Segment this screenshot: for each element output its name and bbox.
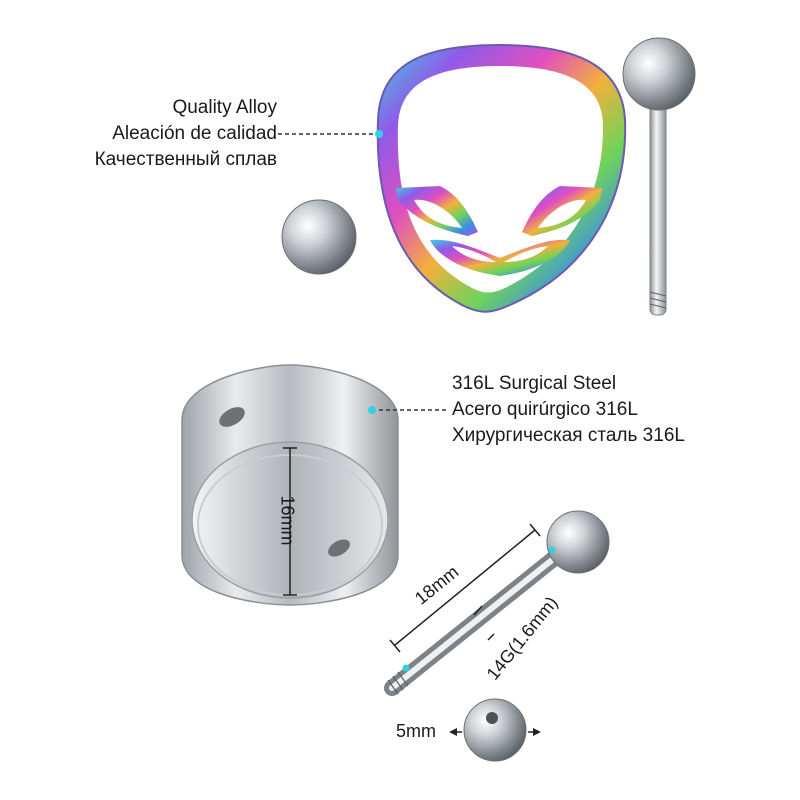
marker-dot-alloy	[375, 130, 383, 138]
ball-size-label: 5mm	[396, 721, 436, 741]
top-barbell	[622, 37, 696, 316]
loose-ball-bottom	[463, 698, 527, 762]
marker-dot-bar-end	[548, 546, 556, 554]
alien-shield-rainbow	[376, 43, 627, 313]
marker-dot-bar-start	[402, 664, 410, 672]
steel-label-en: 316L Surgical Steel	[452, 373, 617, 394]
leader-lines	[278, 133, 448, 411]
steel-label-es: Acero quirúrgico 316L	[452, 399, 638, 420]
steel-label-ru: Хирургическая сталь 316L	[452, 425, 685, 446]
dimension-lines	[283, 447, 541, 733]
alloy-label-es: Aleación de calidad	[112, 123, 277, 144]
loose-ball-top	[281, 199, 357, 275]
tube-height-label: 16mm	[277, 495, 298, 546]
alloy-label-en: Quality Alloy	[172, 97, 277, 118]
alloy-label-ru: Качественный сплав	[94, 149, 277, 170]
bottom-barbell	[384, 510, 610, 696]
marker-dot-steel	[368, 406, 376, 414]
